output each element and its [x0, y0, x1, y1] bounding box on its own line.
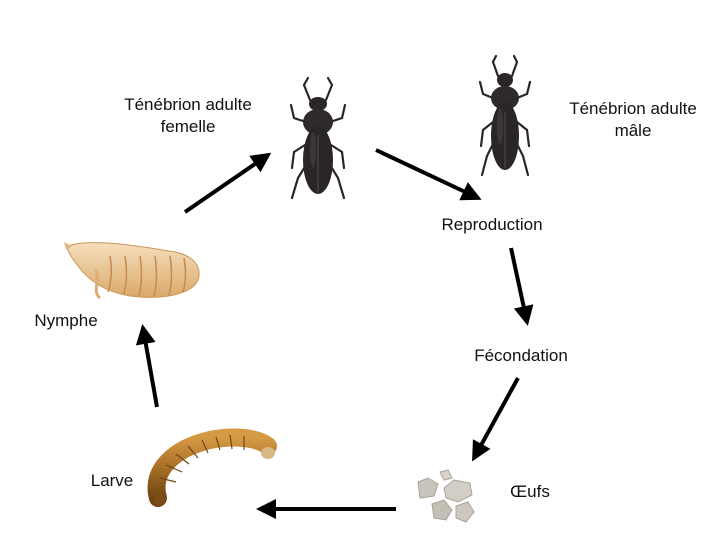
- label-larve: Larve: [90, 471, 134, 490]
- label-nymphe: Nymphe: [34, 311, 98, 330]
- arrow-larve-to-nymphe: [135, 324, 159, 408]
- nymphe-image: [64, 242, 200, 300]
- male-beetle-image: [478, 54, 532, 177]
- label-oeufs: Œufs: [510, 482, 550, 501]
- female-label-line2: femelle: [160, 117, 216, 136]
- arrow-reproduction-to-fecondation: [509, 247, 534, 326]
- arrow-fecondation-to-oeufs: [472, 377, 520, 462]
- arrow-nymphe-to-female: [183, 152, 272, 214]
- male-label-line2: mâle: [614, 121, 652, 140]
- label-male: Ténébrion adulte mâle: [553, 98, 713, 142]
- arrow-female-to-reproduction: [375, 148, 482, 201]
- female-beetle-image: [289, 76, 347, 200]
- female-label-line1: Ténébrion adulte: [124, 95, 252, 114]
- larve-image: [147, 428, 277, 507]
- label-reproduction: Reproduction: [441, 215, 543, 234]
- label-fecondation: Fécondation: [474, 346, 568, 365]
- oeufs-image: [417, 469, 475, 523]
- label-female: Ténébrion adulte femelle: [108, 94, 268, 138]
- male-label-line1: Ténébrion adulte: [569, 99, 697, 118]
